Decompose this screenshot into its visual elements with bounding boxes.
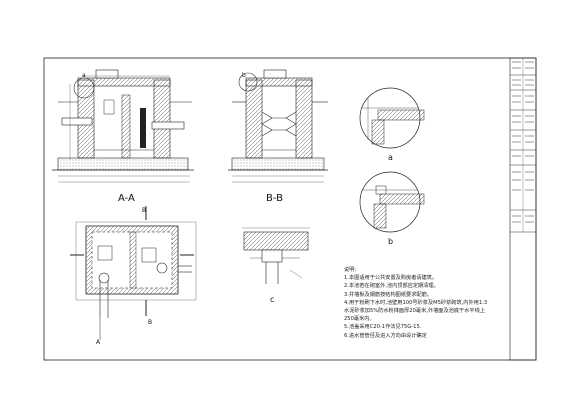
detail-b-label: b: [388, 237, 393, 246]
section-a-a-title: A-A: [118, 193, 135, 204]
detail-c-label: c: [270, 295, 274, 304]
note-line-1: 1.本图适用于公共安置及购房者请建筑。: [344, 275, 438, 282]
section-b-b-title: B-B: [266, 193, 283, 204]
marker-a-label: a: [82, 72, 86, 79]
detail-a-label: a: [388, 153, 393, 162]
detail-a: a: [359, 87, 425, 162]
section-b-b: b B-B: [228, 69, 328, 204]
section-a-a: a A-A: [52, 69, 194, 204]
marker-b-label: b: [242, 72, 246, 79]
note-line-4: 4.用于粉刷下水时,池壁用100号砂浆及M5砂浆砌筑,内外用1:3: [344, 299, 488, 306]
detail-b: b: [359, 171, 425, 246]
detail-c: c: [242, 227, 310, 304]
note-line-5: 水泥砂浆加5%防水粉抹面厚20毫米,外墙面及池底于水平线上: [344, 308, 485, 315]
cut-b-bottom-label: B: [148, 319, 152, 326]
cut-b-top-label: B: [142, 207, 146, 214]
cut-a-label: A: [96, 339, 101, 346]
note-line-3: 3.井墙板及钢筋按结构图纸要求配筋。: [344, 291, 432, 298]
design-notes: 说明: 1.本图适用于公共安置及购房者请建筑。 2.本池若在砌室外,池内顶部应定…: [344, 266, 519, 340]
title-block: [509, 57, 537, 361]
note-line-2: 2.本池若在砌室外,池内顶部应定期清理。: [344, 283, 439, 290]
note-line-6: 250毫米内。: [344, 316, 375, 323]
plan-view: B B A: [70, 206, 197, 346]
note-line-8: 6.进水管管径及进入方向由设计确定: [344, 332, 427, 339]
notes-heading: 说明:: [344, 267, 357, 273]
note-line-7: 5.池盖采用C20-1作法见75G-15.: [344, 324, 422, 331]
